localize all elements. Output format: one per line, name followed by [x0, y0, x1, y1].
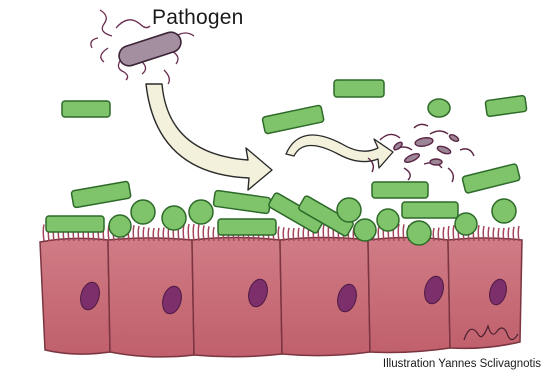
epithelial-cell: [192, 238, 282, 357]
commensal-bacteria-layer: [46, 80, 527, 245]
microvillus: [138, 226, 139, 241]
microvillus: [513, 227, 514, 241]
microvillus: [293, 228, 294, 241]
rod-bacterium: [213, 190, 271, 214]
microvillus: [208, 226, 209, 241]
microvillus: [518, 226, 519, 241]
rod-bacterium: [372, 182, 428, 198]
pathogen-label: Pathogen: [152, 6, 244, 30]
microvillus: [183, 224, 184, 241]
microvillus: [203, 225, 204, 241]
microvillus: [398, 224, 399, 241]
microvillus: [403, 224, 404, 241]
microvillus: [278, 227, 279, 242]
microvillus: [133, 225, 134, 241]
rod-bacterium: [46, 216, 104, 232]
microvillus: [488, 227, 489, 241]
microvillus: [448, 226, 449, 241]
microvillus: [478, 225, 479, 241]
microvillus: [283, 227, 284, 241]
coccus-bacterium: [109, 215, 131, 237]
microvillus: [198, 225, 199, 241]
microvillus: [143, 227, 144, 241]
rod-bacterium: [218, 219, 276, 235]
curved-arrow-icon: [286, 135, 393, 168]
rod-bacterium: [485, 95, 527, 116]
microvillus: [438, 228, 439, 241]
microvillus: [298, 228, 299, 241]
microvillus: [493, 228, 494, 241]
microvillus: [43, 225, 44, 242]
coccus-bacterium: [354, 219, 376, 241]
rod-bacterium: [462, 163, 520, 193]
microvillus: [323, 224, 324, 241]
rod-bacterium: [334, 80, 384, 97]
microvillus: [163, 227, 164, 241]
microvillus: [453, 225, 454, 241]
microvillus: [503, 228, 504, 241]
coccus-bacterium: [455, 213, 477, 235]
microvillus: [498, 228, 499, 241]
coccus-bacterium: [189, 200, 213, 224]
coccus-bacterium: [428, 99, 450, 117]
coccus-bacterium: [162, 206, 186, 230]
microvillus: [483, 226, 484, 241]
microvillus: [213, 227, 214, 241]
microvillus: [288, 228, 289, 241]
illustration-credit: Illustration Yannes Sclivagnotis: [383, 358, 541, 370]
coccus-bacterium: [377, 209, 399, 231]
microvillus: [188, 224, 189, 241]
coccus-bacterium: [492, 199, 516, 223]
microvillus: [153, 228, 154, 241]
microvillus: [158, 228, 159, 241]
microvillus: [303, 227, 304, 241]
coccus-bacterium: [131, 200, 155, 224]
rod-bacterium: [71, 181, 131, 208]
microvillus: [443, 227, 444, 241]
curved-arrow-icon: [146, 84, 272, 190]
microvillus: [433, 228, 434, 241]
coccus-bacterium: [407, 221, 431, 245]
epithelial-cell-layer: [40, 238, 522, 357]
coccus-bacterium: [337, 198, 361, 222]
rod-bacterium: [402, 202, 458, 218]
microvillus: [378, 226, 379, 241]
rod-bacterium: [262, 105, 324, 134]
microvillus: [148, 228, 149, 241]
microvillus: [508, 228, 509, 242]
rod-bacterium: [62, 101, 110, 117]
microvillus: [193, 224, 194, 241]
